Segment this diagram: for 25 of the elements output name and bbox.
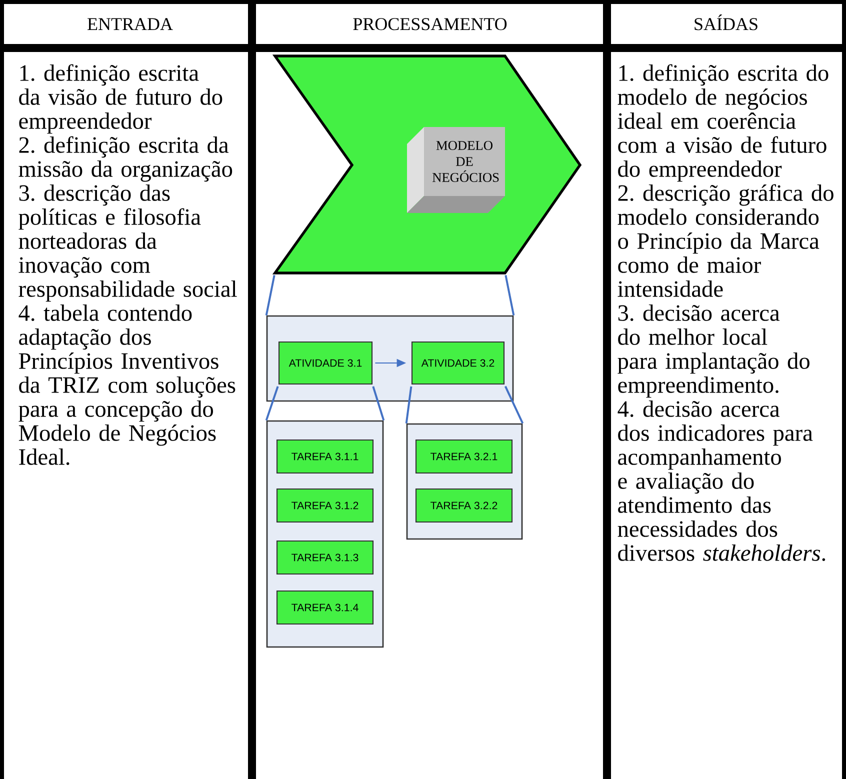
list-item: 2. descrição gráfica do modelo considerando o Princípio da Marca como de maior intensidade	[618, 184, 834, 297]
connector-line	[504, 386, 524, 424]
list-item: 3. decisão acerca do melhor local para implantação do empreendimento.	[618, 304, 810, 398]
list-item: 1. definição escrita do modelo de negócios ideal em coerência com a visão de futuro do empreendedor	[618, 64, 828, 182]
connector-line	[504, 275, 515, 316]
task-box: TAREFA 3.1.1	[276, 439, 374, 474]
list-item: 2. definição escrita da missão da organização	[18, 136, 232, 182]
column-header: PROCESSAMENTO	[353, 18, 507, 30]
list-item: 4. tabela contendo adaptação dos Princípios Inventivos da TRIZ com soluções para a concepção do Modelo de Negócios Ideal.	[18, 304, 236, 466]
column-header: SAÍDAS	[694, 14, 758, 30]
cube: MODELO DE NEGÓCIOS	[407, 127, 505, 213]
activity-box: ATIVIDADE 3.1	[278, 341, 373, 385]
connector-line	[265, 275, 276, 316]
task-box: TAREFA 3.2.2	[415, 488, 513, 523]
list-item: 4. decisão acerca dos indicadores para acompanhamento e avaliação do atendimento das necessidades dos diversos stakeholders.	[618, 400, 826, 562]
activity-box: ATIVIDADE 3.2	[411, 341, 505, 385]
task-box: TAREFA 3.1.3	[276, 540, 374, 575]
connector-line	[405, 386, 412, 424]
task-box: TAREFA 3.2.1	[415, 439, 513, 474]
list-item: 3. descrição das políticas e filosofia norteadoras da inovação com responsabilidade social	[18, 184, 237, 302]
connector-line	[372, 386, 385, 421]
column-header: ENTRADA	[88, 18, 173, 30]
list-item: 1. definição escrita da visão de futuro do empreendedor	[19, 64, 222, 134]
task-box: TAREFA 3.1.4	[276, 590, 374, 625]
task-box: TAREFA 3.1.2	[276, 488, 374, 523]
